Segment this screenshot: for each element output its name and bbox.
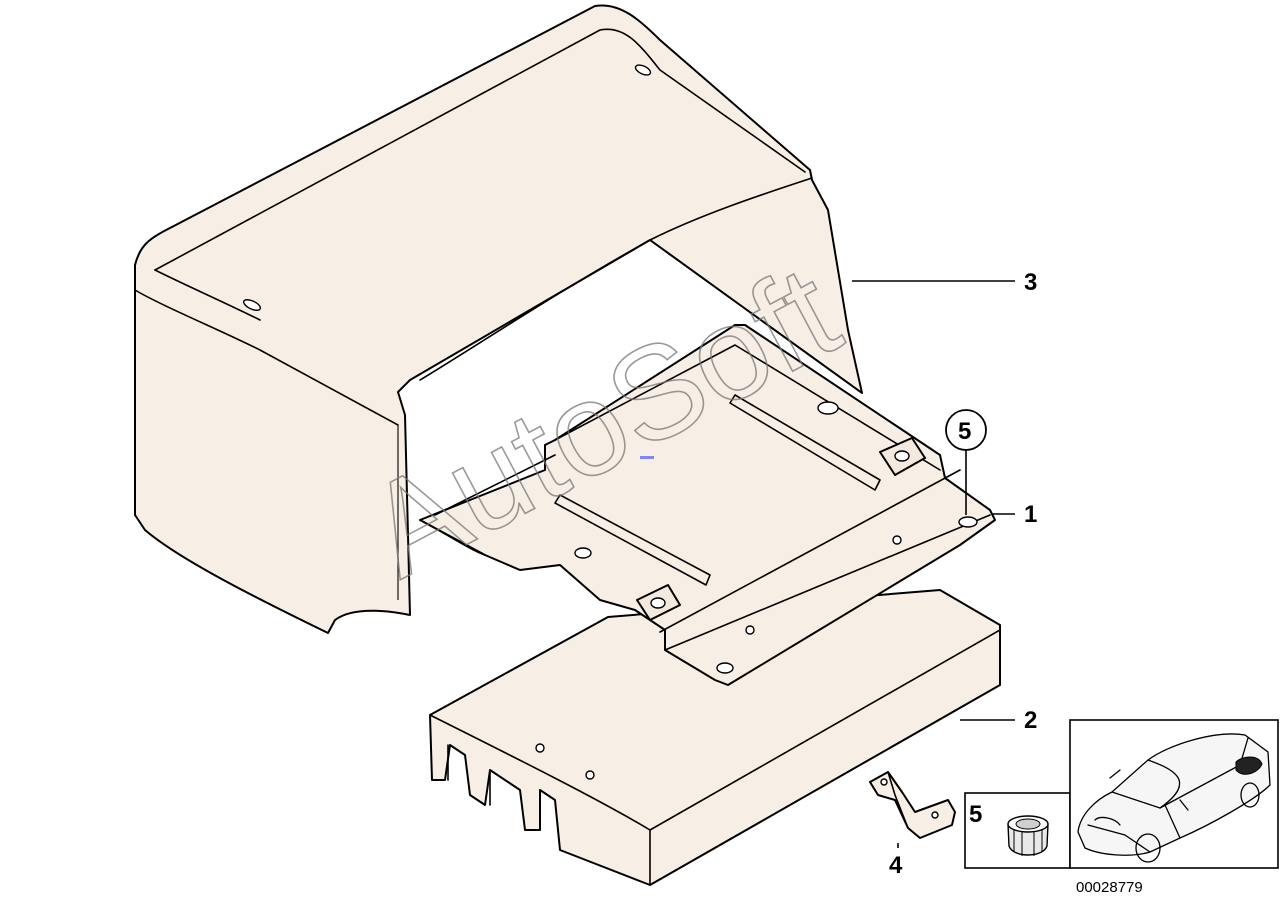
inset-vehicle: [1069, 719, 1279, 869]
svg-text:5: 5: [958, 418, 971, 445]
part-2-tray: [429, 589, 1001, 886]
callout-3: 3: [1024, 269, 1037, 296]
callout-4: 4: [889, 852, 903, 879]
part-3-cover: [134, 4, 863, 634]
sedan-car-icon: [1077, 733, 1271, 863]
callout-5-circled: 5: [945, 409, 987, 515]
inset-part-5: 5: [964, 792, 1071, 869]
part-1-bracket: [419, 324, 996, 686]
part-4-clip: [869, 771, 956, 839]
callout-1: 1: [1024, 501, 1037, 528]
cap-nut-icon: [1007, 815, 1049, 856]
inset-callout-5: 5: [969, 801, 982, 828]
diagram-number: 00028779: [1076, 879, 1143, 896]
blue-mark: [640, 456, 654, 459]
callout-2: 2: [1024, 707, 1037, 734]
